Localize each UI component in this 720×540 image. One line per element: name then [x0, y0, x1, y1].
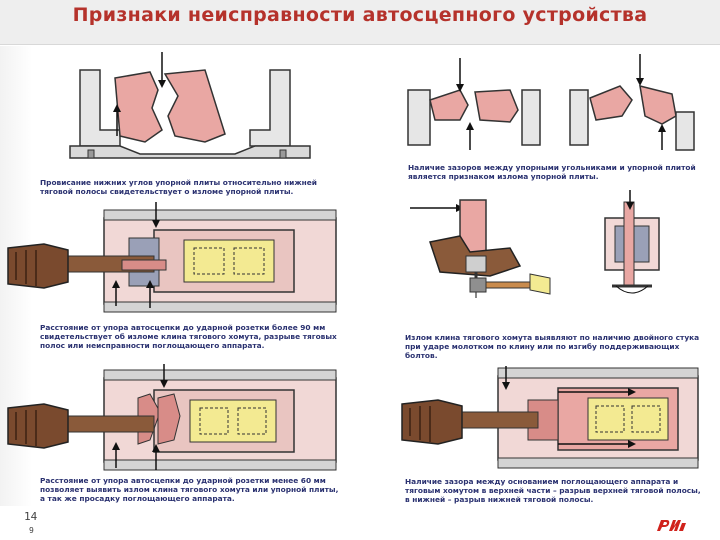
diagram-plate-gap [400, 50, 700, 160]
page-sub-number: 9 [29, 526, 34, 535]
title-bar: Признаки неисправности автосцепного устр… [0, 0, 720, 45]
diagram-coupler-over-90 [4, 200, 340, 316]
rzd-logo [655, 517, 687, 533]
caption-coupler-under-60: Расстояние от упора автосцепки до ударно… [40, 476, 339, 503]
slide-title: Признаки неисправности автосцепного устр… [72, 4, 648, 26]
diagram-wedge-hammer [400, 190, 710, 310]
caption-plate-gap: Наличие зазоров между упорными угольника… [408, 163, 696, 181]
caption-draft-gear-gap: Наличие зазора между основанием поглощаю… [405, 477, 701, 504]
diagram-draft-gear-gap [398, 366, 708, 470]
diagram-coupler-under-60 [4, 364, 340, 474]
diagram-plate-sag [40, 50, 340, 175]
caption-plate-sag: Провисание нижних углов упорной плиты от… [40, 178, 317, 196]
caption-coupler-over-90: Расстояние от упора автосцепки до ударно… [40, 323, 337, 350]
page-number: 14 [24, 510, 38, 523]
caption-wedge-hammer: Излом клина тягового хомута выявляют по … [405, 333, 700, 360]
